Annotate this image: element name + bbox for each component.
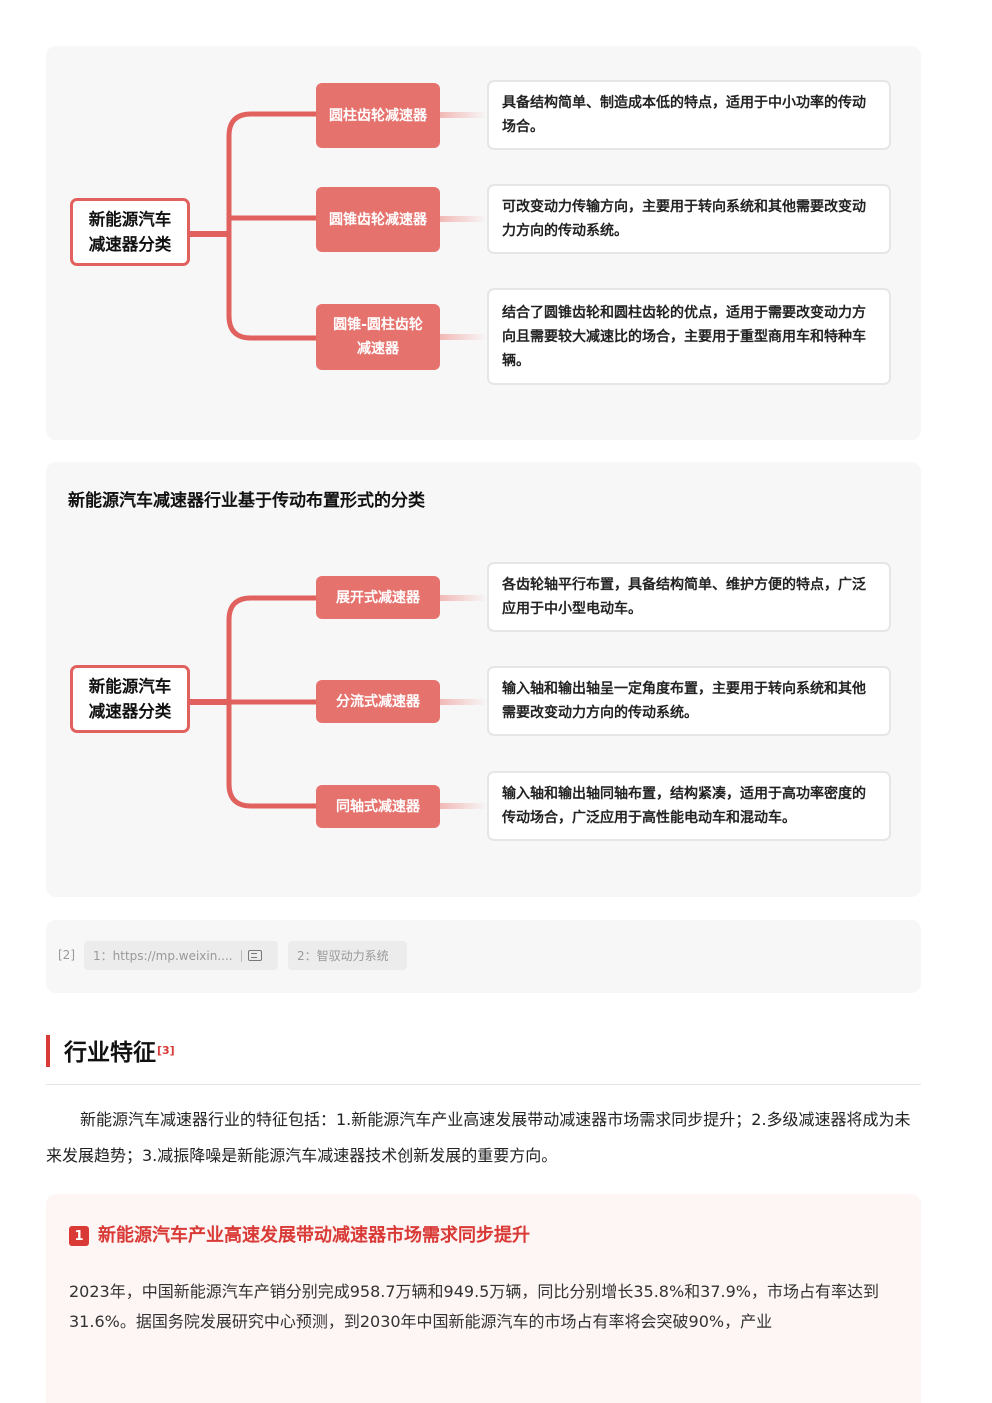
- mindmap-2-title: 新能源汽车减速器行业基于传动布置形式的分类: [68, 491, 425, 511]
- branch-node: 圆柱齿轮减速器: [316, 83, 440, 148]
- connector-fade: [440, 334, 487, 340]
- feature-number-badge: 1: [69, 1226, 89, 1246]
- mindmap-2: 新能源汽车减速器分类 展开式减速器 各齿轮轴平行布置，具备结构简单、维护方便的特…: [46, 462, 921, 897]
- section-citation[interactable]: [3]: [157, 1044, 175, 1057]
- section-title-text: 行业特征: [64, 1040, 156, 1066]
- image-icon[interactable]: [247, 950, 262, 961]
- branch-desc: 具备结构简单、制造成本低的特点，适用于中小功率的传动场合。: [487, 80, 891, 150]
- mindmap-panel-1: 新能源汽车减速器分类 圆柱齿轮减速器 具备结构简单、制造成本低的特点，适用于中小…: [46, 46, 921, 440]
- branch-desc: 输入轴和输出轴同轴布置，结构紧凑，适用于高功率密度的传动场合，广泛应用于高性能电…: [487, 771, 891, 841]
- mindmap-2-connectors: [190, 595, 487, 809]
- branch-desc: 各齿轮轴平行布置，具备结构简单、维护方便的特点，广泛应用于中小型电动车。: [487, 562, 891, 632]
- divider: [46, 1084, 921, 1085]
- connector-fade: [440, 216, 487, 222]
- branch-desc: 输入轴和输出轴呈一定角度布置，主要用于转向系统和其他需要改变动力方向的传动系统。: [487, 666, 891, 736]
- mindmap-1: 新能源汽车减速器分类 圆柱齿轮减速器 具备结构简单、制造成本低的特点，适用于中小…: [46, 46, 921, 440]
- branch-desc: 结合了圆锥齿轮和圆柱齿轮的优点，适用于需要改变动力方向且需要较大减速比的场合，主…: [487, 288, 891, 385]
- feature-title: 新能源汽车产业高速发展带动减速器市场需求同步提升: [98, 1225, 530, 1246]
- branch-node: 同轴式减速器: [316, 785, 440, 828]
- mindmap-1-connectors: [190, 111, 487, 341]
- feature-body: 2023年，中国新能源汽车产销分别完成958.7万辆和949.5万辆，同比分别增…: [69, 1282, 879, 1331]
- section-intro: 新能源汽车减速器行业的特征包括：1.新能源汽车产业高速发展带动减速器市场需求同步…: [46, 1110, 911, 1165]
- connector-fade: [440, 112, 487, 118]
- branch-node: 圆锥齿轮减速器: [316, 187, 440, 252]
- branch-node: 圆锥-圆柱齿轮减速器: [316, 304, 440, 370]
- feature-panel-1: 1 新能源汽车产业高速发展带动减速器市场需求同步提升 2023年，中国新能源汽车…: [46, 1194, 921, 1403]
- branch-node: 分流式减速器: [316, 680, 440, 723]
- branch-node: 展开式减速器: [316, 576, 440, 619]
- connector-fade: [440, 595, 487, 601]
- mindmap-panel-2: 新能源汽车减速器行业基于传动布置形式的分类 新能源汽车减速器分类 展开式减速器 …: [46, 462, 921, 897]
- mindmap-root: 新能源汽车减速器分类: [70, 665, 190, 733]
- section-accent-bar: [46, 1035, 50, 1067]
- divider: [240, 949, 242, 962]
- mindmap-root: 新能源汽车减速器分类: [70, 198, 190, 266]
- reference-link-text: 1：https://mp.weixin....: [93, 949, 233, 963]
- connector-fade: [440, 699, 487, 705]
- connector-trunk: [226, 111, 316, 341]
- connector-fade: [440, 803, 487, 809]
- reference-number: [2]: [58, 948, 75, 962]
- reference-link-text: 2：智驭动力系统: [297, 949, 389, 963]
- section-title: 行业特征[3]: [64, 1035, 175, 1071]
- reference-link-2[interactable]: 2：智驭动力系统: [288, 941, 407, 970]
- branch-desc: 可改变动力传输方向，主要用于转向系统和其他需要改变动力方向的传动系统。: [487, 184, 891, 254]
- reference-link-1[interactable]: 1：https://mp.weixin....: [84, 941, 278, 970]
- reference-panel: [2] 1：https://mp.weixin.... 2：智驭动力系统: [46, 920, 921, 993]
